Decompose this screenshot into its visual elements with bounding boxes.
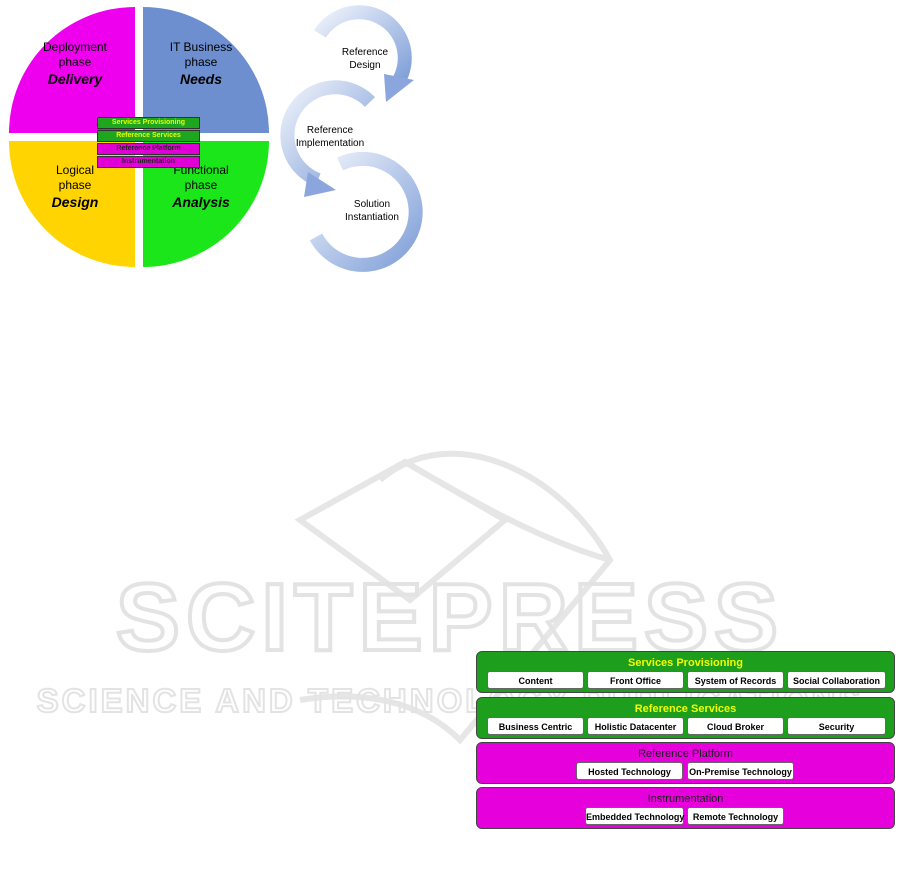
chip-cloud-broker: Cloud Broker bbox=[687, 717, 784, 735]
quadrant-functional-emphasis: Analysis bbox=[172, 194, 230, 210]
quadrant-it-business bbox=[143, 7, 269, 133]
chip-hosted-technology: Hosted Technology bbox=[576, 762, 683, 780]
chip-system-of-records: System of Records bbox=[687, 671, 784, 689]
quadrant-deployment-label: Deployment phase Delivery bbox=[20, 40, 130, 89]
phase-wheel: Deployment phase Delivery IT Business ph… bbox=[8, 6, 270, 268]
cycle-step-implementation: Reference Implementation bbox=[280, 124, 380, 150]
layer-reference-platform: Reference Platform Hosted Technology On-… bbox=[476, 742, 895, 784]
layer-reference-services-title: Reference Services bbox=[634, 703, 737, 715]
quadrant-logical-title: Logical bbox=[55, 163, 95, 177]
cycle-step-design-line2: Design bbox=[349, 60, 381, 71]
chip-on-premise-technology: On-Premise Technology bbox=[687, 762, 794, 780]
phase-wheel-graphic bbox=[9, 7, 269, 267]
center-layer-instrumentation: Instrumentation bbox=[97, 156, 200, 168]
reference-cycle-graphic bbox=[280, 5, 423, 272]
cycle-ring-instantiation bbox=[309, 151, 423, 272]
quadrant-it-business-emphasis: Needs bbox=[179, 71, 223, 87]
wheel-center-stack: Services Provisioning Reference Services… bbox=[97, 117, 200, 169]
quadrant-it-business-phase: phase bbox=[184, 55, 218, 69]
layer-instrumentation: Instrumentation Embedded Technology Remo… bbox=[476, 787, 895, 829]
cycle-ring-implementation bbox=[280, 80, 376, 197]
chip-content: Content bbox=[487, 671, 584, 689]
quadrant-it-business-label: IT Business phase Needs bbox=[146, 40, 256, 89]
layer-instrumentation-title: Instrumentation bbox=[647, 793, 724, 805]
chip-social-collaboration: Social Collaboration bbox=[787, 671, 886, 689]
cycle-step-instantiation-line2: Instantiation bbox=[345, 212, 399, 223]
quadrant-deployment-title: Deployment bbox=[42, 40, 108, 54]
chip-holistic-datacenter: Holistic Datacenter bbox=[587, 717, 684, 735]
center-layer-reference-platform: Reference Platform bbox=[97, 143, 200, 155]
quadrant-logical-emphasis: Design bbox=[51, 194, 99, 210]
chip-business-centric: Business Centric bbox=[487, 717, 584, 735]
quadrant-deployment bbox=[9, 7, 135, 133]
layer-services-provisioning-title: Services Provisioning bbox=[628, 657, 743, 669]
cycle-step-instantiation-line1: Solution bbox=[353, 199, 391, 210]
cycle-step-implementation-line1: Reference bbox=[306, 125, 354, 136]
center-layer-services-provisioning: Services Provisioning bbox=[97, 117, 200, 129]
quadrant-logical bbox=[9, 141, 135, 267]
quadrant-deployment-phase: phase bbox=[58, 55, 92, 69]
quadrant-logical-label: Logical phase Design bbox=[20, 163, 130, 212]
quadrant-deployment-emphasis: Delivery bbox=[47, 71, 103, 87]
layer-reference-platform-title: Reference Platform bbox=[638, 748, 733, 760]
cycle-ring-design bbox=[314, 5, 414, 102]
chip-front-office: Front Office bbox=[587, 671, 684, 689]
chip-embedded-technology: Embedded Technology bbox=[585, 807, 684, 825]
layer-services-provisioning: Services Provisioning Content Front Offi… bbox=[476, 651, 895, 693]
quadrant-it-business-title: IT Business bbox=[169, 40, 233, 54]
chip-security: Security bbox=[787, 717, 886, 735]
quadrant-functional bbox=[143, 141, 269, 267]
chip-remote-technology: Remote Technology bbox=[687, 807, 784, 825]
quadrant-functional-phase: phase bbox=[184, 178, 218, 192]
quadrant-logical-phase: phase bbox=[58, 178, 92, 192]
center-layer-reference-services: Reference Services bbox=[97, 130, 200, 142]
cycle-step-design-line1: Reference bbox=[341, 47, 389, 58]
quadrant-functional-label: Functional phase Analysis bbox=[146, 163, 256, 212]
cycle-step-instantiation: Solution Instantiation bbox=[332, 198, 412, 224]
layer-reference-services: Reference Services Business Centric Holi… bbox=[476, 697, 895, 739]
reference-cycle: Reference Design Reference Implementatio… bbox=[278, 2, 428, 272]
cycle-step-design: Reference Design bbox=[330, 46, 400, 72]
cycle-step-implementation-line2: Implementation bbox=[295, 138, 365, 149]
